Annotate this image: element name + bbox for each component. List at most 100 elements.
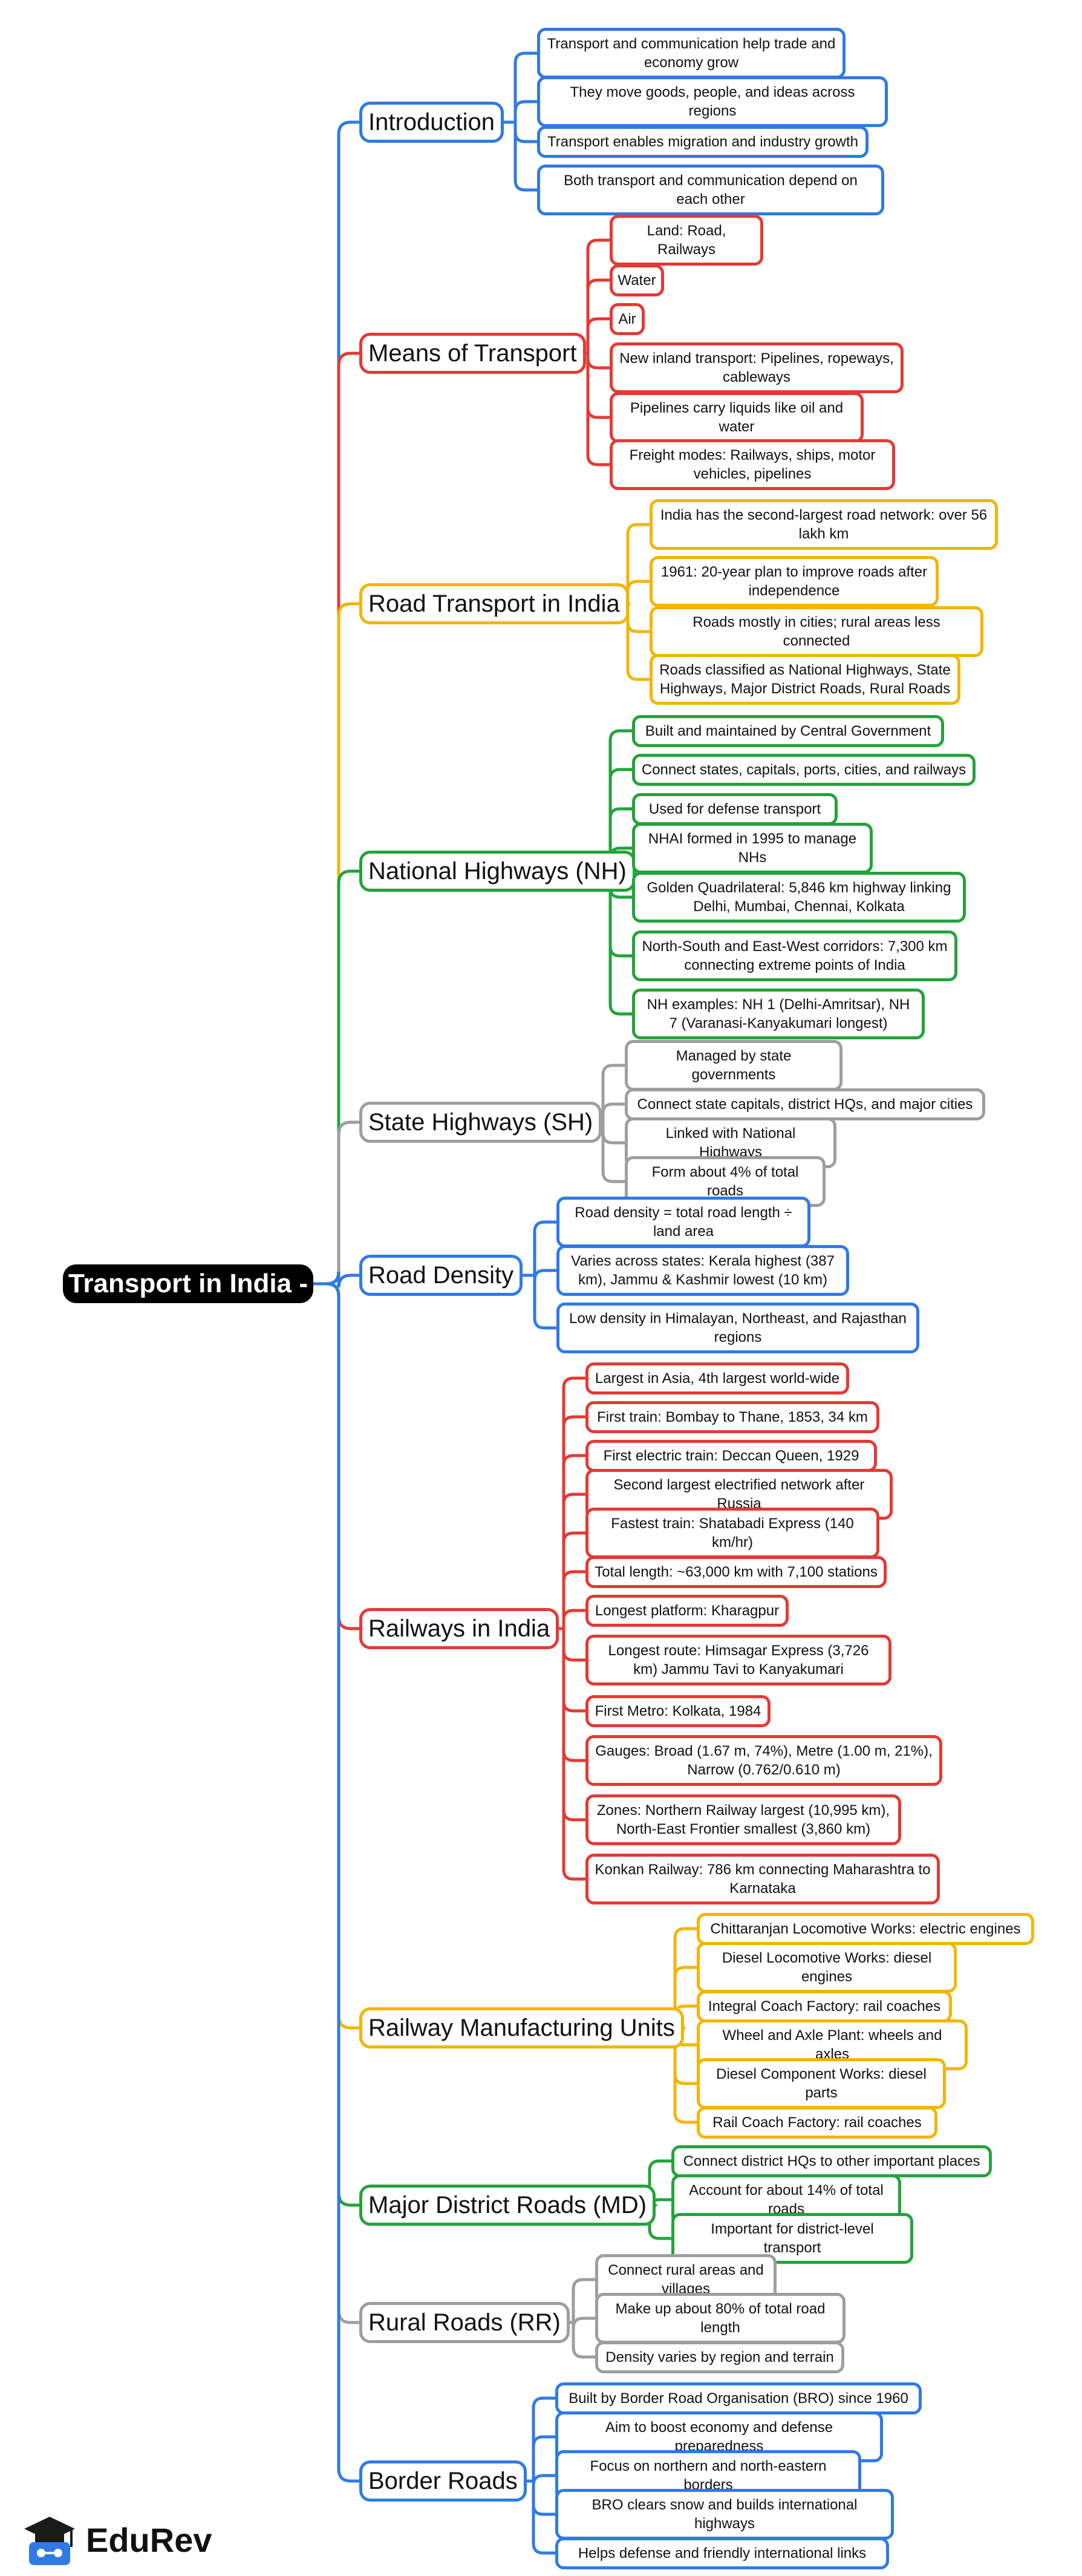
leaf-item: Longest platform: Kharagpur (585, 1594, 789, 1627)
leaf-item: NHAI formed in 1995 to manage NHs (632, 823, 873, 874)
leaf-connector (562, 1570, 587, 1630)
leaf-connector (673, 1927, 699, 2030)
branch-connector (311, 1120, 361, 1286)
branch-means-of-transport: Means of Transport (359, 333, 586, 374)
leaf-connector (532, 2479, 557, 2555)
leaf-item: Diesel Locomotive Works: diesel engines (697, 1942, 957, 1993)
leaf-connector (562, 1627, 587, 1881)
branch-railways-in-india: Railways in India (359, 1608, 559, 1649)
leaf-connector (562, 1492, 587, 1630)
leaf-connector (608, 869, 634, 1016)
branch-connector (311, 1282, 361, 2324)
leaf-connector (586, 317, 611, 355)
leaf-connector (673, 2026, 699, 2124)
leaf-item: 1961: 20-year plan to improve roads afte… (650, 556, 939, 607)
leaf-connector (562, 1609, 587, 1630)
leaf-connector (532, 2474, 557, 2486)
leaf-connector (533, 1220, 558, 1277)
leaf-connector (562, 1627, 587, 1662)
leaf-connector (562, 1376, 587, 1630)
leaf-connector (608, 768, 634, 873)
branch-connector (311, 1282, 361, 1630)
leaf-connector (562, 1627, 587, 1713)
leaf-connector (572, 2316, 597, 2329)
leaf-item: Pipelines carry liquids like oil and wat… (610, 392, 864, 443)
leaf-item: Built and maintained by Central Governme… (632, 714, 944, 747)
leaf-connector (586, 278, 611, 355)
leaf-item: Total length: ~63,000 km with 7,100 stat… (585, 1555, 887, 1588)
leaf-connector (572, 2278, 597, 2324)
branch-railway-manufacturing-units: Railway Manufacturing Units (359, 2007, 684, 2048)
leaf-connector (513, 51, 539, 124)
leaf-item: Make up about 80% of total road length (595, 2293, 846, 2344)
leaf-connector (601, 1120, 627, 1145)
leaf-item: Integral Coach Factory: rail coaches (697, 1990, 952, 2022)
leaf-connector (562, 1454, 587, 1630)
leaf-item: Density varies by region and terrain (595, 2341, 844, 2373)
leaf-connector (608, 729, 634, 873)
leaf-connector (626, 580, 651, 606)
leaf-connector (586, 351, 611, 419)
leaf-connector (533, 1269, 558, 1281)
branch-connector (311, 1282, 361, 2207)
leaf-item: NH examples: NH 1 (Delhi-Amritsar), NH 7… (632, 989, 925, 1039)
leaf-connector (513, 100, 539, 124)
leaf-connector (626, 523, 651, 606)
graduation-cap-icon (24, 2517, 75, 2565)
leaf-item: Both transport and communication depend … (537, 165, 884, 215)
leaf-item: Transport and communication help trade a… (537, 28, 846, 79)
leaf-connector (513, 120, 539, 192)
leaf-item: Connect district HQs to other important … (671, 2145, 992, 2177)
leaf-connector (586, 238, 611, 355)
leaf-item: They move goods, people, and ideas acros… (537, 76, 888, 127)
leaf-item: Road density = total road length ÷ land … (556, 1197, 810, 1247)
branch-major-district-roads-md: Major District Roads (MD) (359, 2185, 656, 2226)
leaf-connector (572, 2321, 597, 2359)
leaf-connector (601, 1120, 627, 1183)
leaf-connector (532, 2435, 557, 2483)
leaf-connector (648, 2203, 673, 2240)
leaf-item: Longest route: Himsagar Express (3,726 k… (585, 1635, 891, 1685)
leaf-item: Freight modes: Railways, ships, motor ve… (610, 439, 895, 490)
leaf-connector (513, 120, 539, 143)
leaf-item: Transport enables migration and industry… (537, 125, 869, 158)
leaf-item: Low density in Himalayan, Northeast, and… (556, 1303, 919, 1353)
branch-road-density: Road Density (359, 1255, 523, 1296)
leaf-item: India has the second-largest road networ… (650, 499, 998, 550)
leaf-item: Managed by state governments (625, 1040, 842, 1091)
leaf-item: Gauges: Broad (1.67 m, 74%), Metre (1.00… (585, 1735, 942, 1786)
branch-connector (311, 1282, 361, 2483)
branch-state-highways-sh: State Highways (SH) (359, 1102, 602, 1143)
leaf-item: Chittaranjan Locomotive Works: electric … (697, 1912, 1034, 1945)
leaf-connector (562, 1627, 587, 1762)
leaf-item: Largest in Asia, 4th largest world-wide (585, 1362, 849, 1394)
branch-introduction: Introduction (359, 102, 504, 143)
branch-connector (311, 602, 361, 1286)
leaf-item: Helps defense and friendly international… (555, 2537, 889, 2569)
leaf-connector (608, 807, 634, 873)
leaf-connector (562, 1415, 587, 1630)
leaf-item: North-South and East-West corridors: 7,3… (632, 930, 957, 981)
leaf-connector (601, 1064, 627, 1124)
leaf-item: Varies across states: Kerala highest (38… (556, 1245, 849, 1296)
leaf-item: First Metro: Kolkata, 1984 (585, 1695, 771, 1727)
leaf-item: Fastest train: Shatabadi Express (140 km… (585, 1508, 879, 1558)
leaf-item: Used for defense transport (632, 793, 838, 825)
leaf-connector (562, 1531, 587, 1630)
leaf-item: Rail Coach Factory: rail coaches (697, 2106, 937, 2139)
branch-connector (311, 351, 361, 1286)
leaf-connector (648, 2159, 673, 2207)
branch-road-transport-in-india: Road Transport in India (359, 583, 629, 624)
leaf-item: Land: Road, Railways (610, 215, 763, 266)
branch-rural-roads-rr: Rural Roads (RR) (359, 2302, 570, 2343)
root-topic: Transport in India - 1 (63, 1264, 313, 1337)
leaf-item: New inland transport: Pipelines, ropeway… (610, 342, 904, 393)
leaf-item: Diesel Component Works: diesel parts (697, 2058, 946, 2109)
branch-connector (311, 869, 361, 1286)
leaf-item: BRO clears snow and builds international… (555, 2489, 894, 2540)
leaf-connector (533, 1273, 558, 1330)
leaf-item: Connect state capitals, district HQs, an… (625, 1088, 985, 1120)
leaf-connector (626, 602, 651, 633)
